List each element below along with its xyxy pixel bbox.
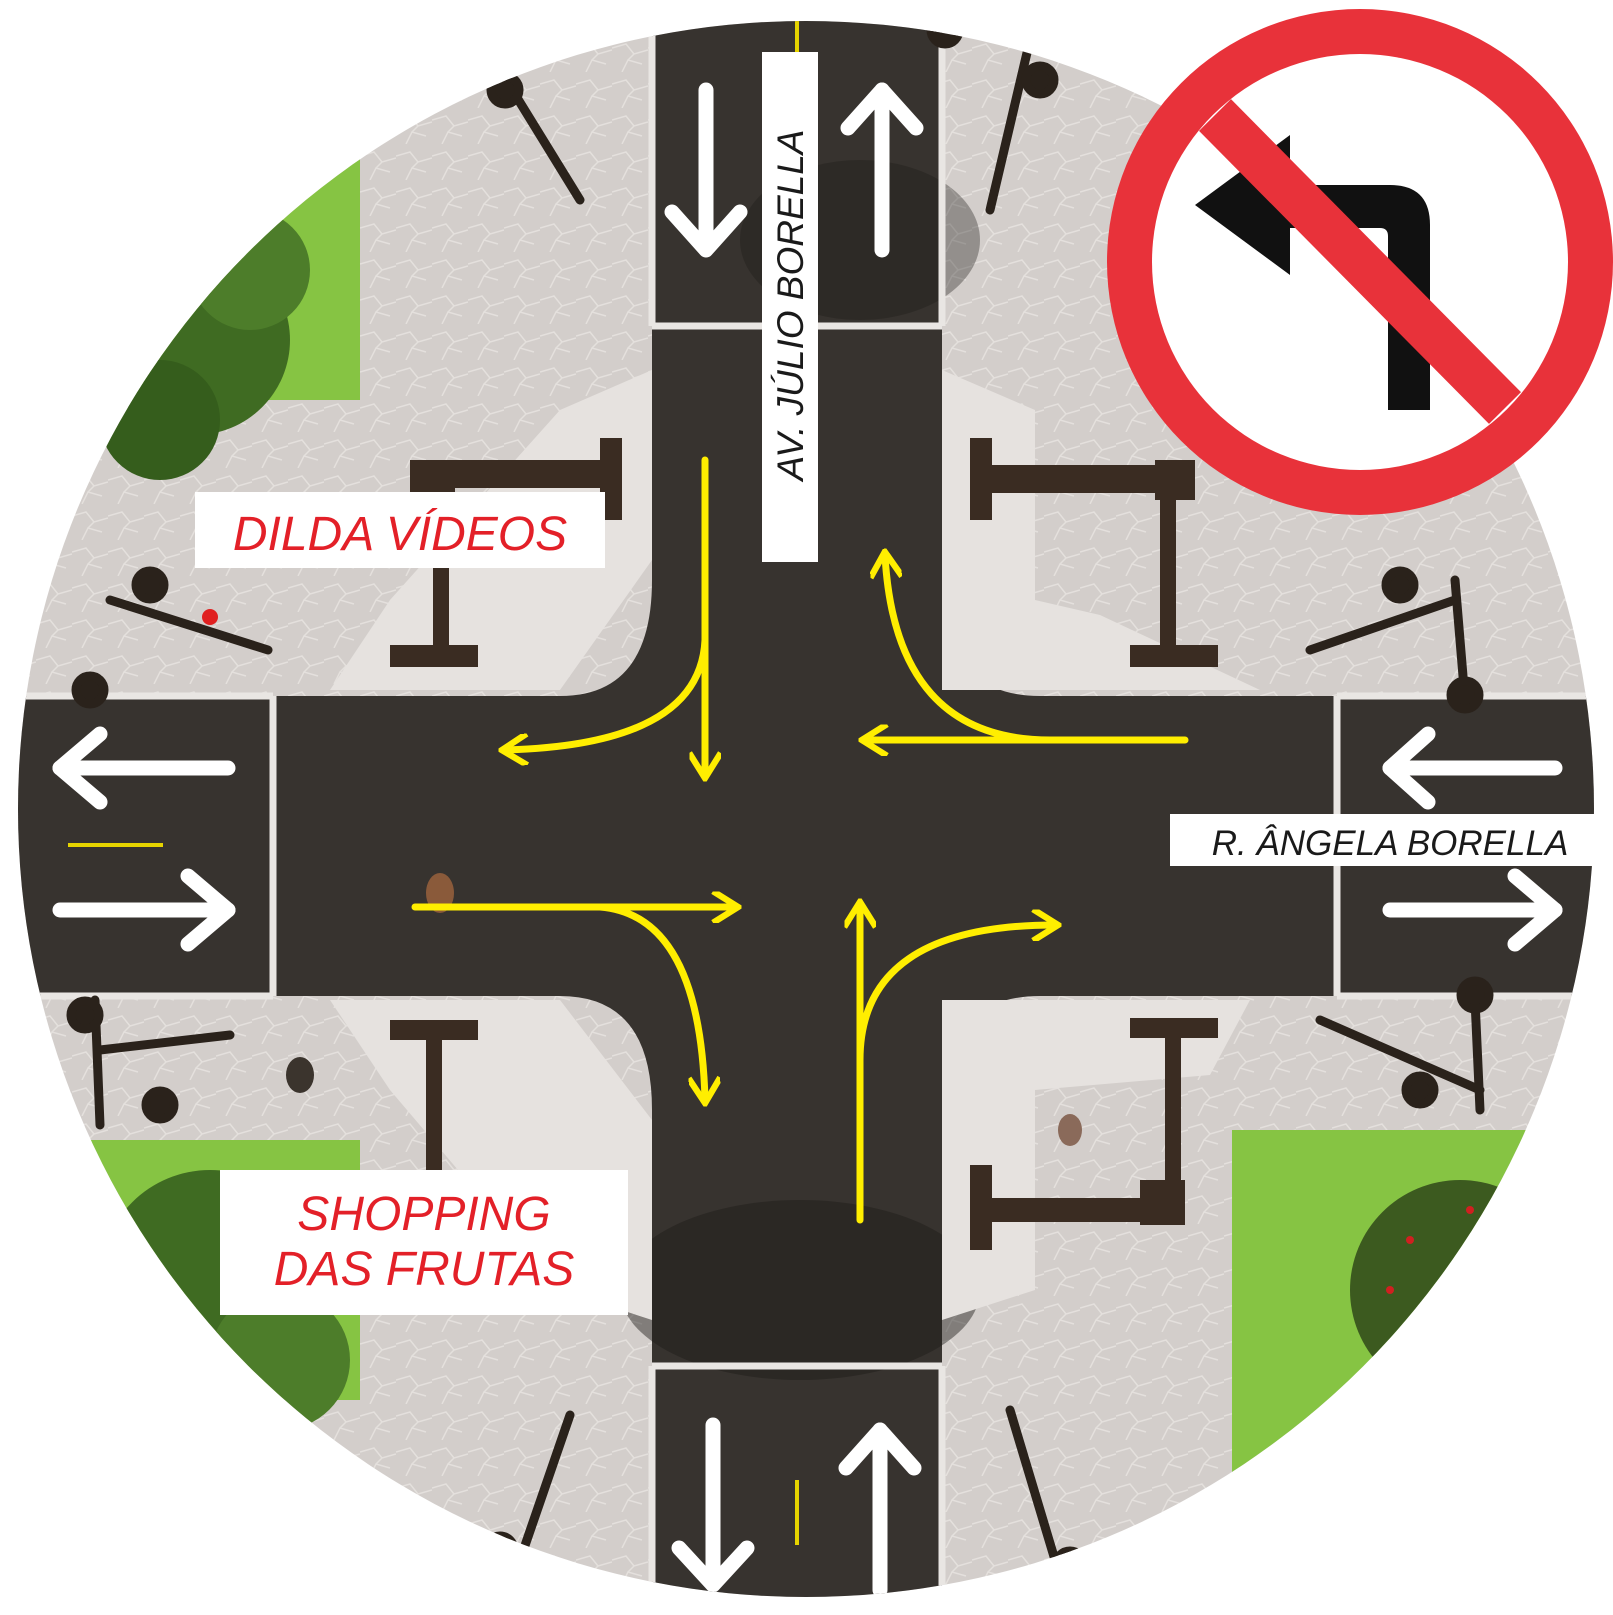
poi-label-dilda-text: DILDA VÍDEOS [233,508,567,561]
street-label-angela-text: R. ÂNGELA BORELLA [1212,824,1569,863]
tree-southeast [1350,1180,1570,1400]
poi-label-shopping-line2: DAS FRUTAS [274,1243,574,1296]
poi-label-dilda: DILDA VÍDEOS [195,492,605,568]
no-left-turn-sign-icon [1107,9,1613,515]
street-label-julio: AV. JÚLIO BORELLA [762,52,818,562]
poi-label-shopping: SHOPPING DAS FRUTAS [220,1170,628,1315]
poi-label-shopping-line1: SHOPPING [297,1188,550,1241]
street-label-julio-text: AV. JÚLIO BORELLA [770,130,811,483]
street-label-angela: R. ÂNGELA BORELLA [1170,814,1613,866]
